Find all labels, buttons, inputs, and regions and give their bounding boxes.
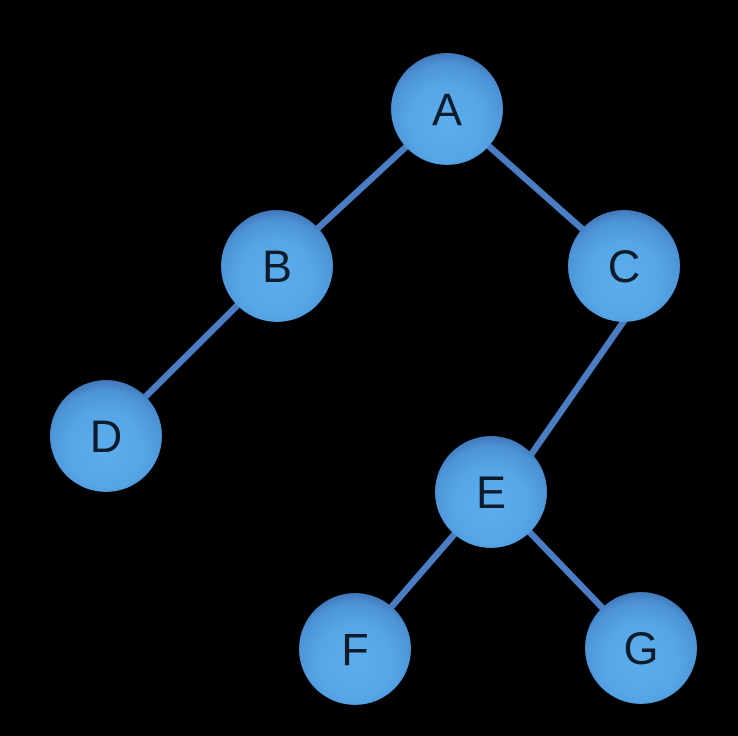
tree-node-D: D <box>50 380 162 492</box>
tree-node-E: E <box>435 436 547 548</box>
node-circle-A <box>391 53 503 165</box>
tree-node-F: F <box>299 593 411 705</box>
node-label-A: A <box>432 84 462 135</box>
node-circle-D <box>50 380 162 492</box>
tree-node-B: B <box>221 210 333 322</box>
tree-edges <box>103 106 668 652</box>
tree-node-G: G <box>585 592 697 704</box>
node-circle-E <box>435 436 547 548</box>
node-label-G: G <box>623 623 658 674</box>
tree-node-A: A <box>391 53 503 165</box>
node-circle-G <box>585 592 697 704</box>
node-label-C: C <box>608 241 641 292</box>
node-circle-C <box>568 210 680 322</box>
node-label-D: D <box>90 411 123 462</box>
node-circle-F <box>299 593 411 705</box>
node-label-E: E <box>476 467 506 518</box>
tree-node-C: C <box>568 210 680 322</box>
tree-nodes: A B C D E F G <box>50 53 697 705</box>
node-circle-B <box>221 210 333 322</box>
node-label-F: F <box>341 624 369 675</box>
node-label-B: B <box>262 241 292 292</box>
